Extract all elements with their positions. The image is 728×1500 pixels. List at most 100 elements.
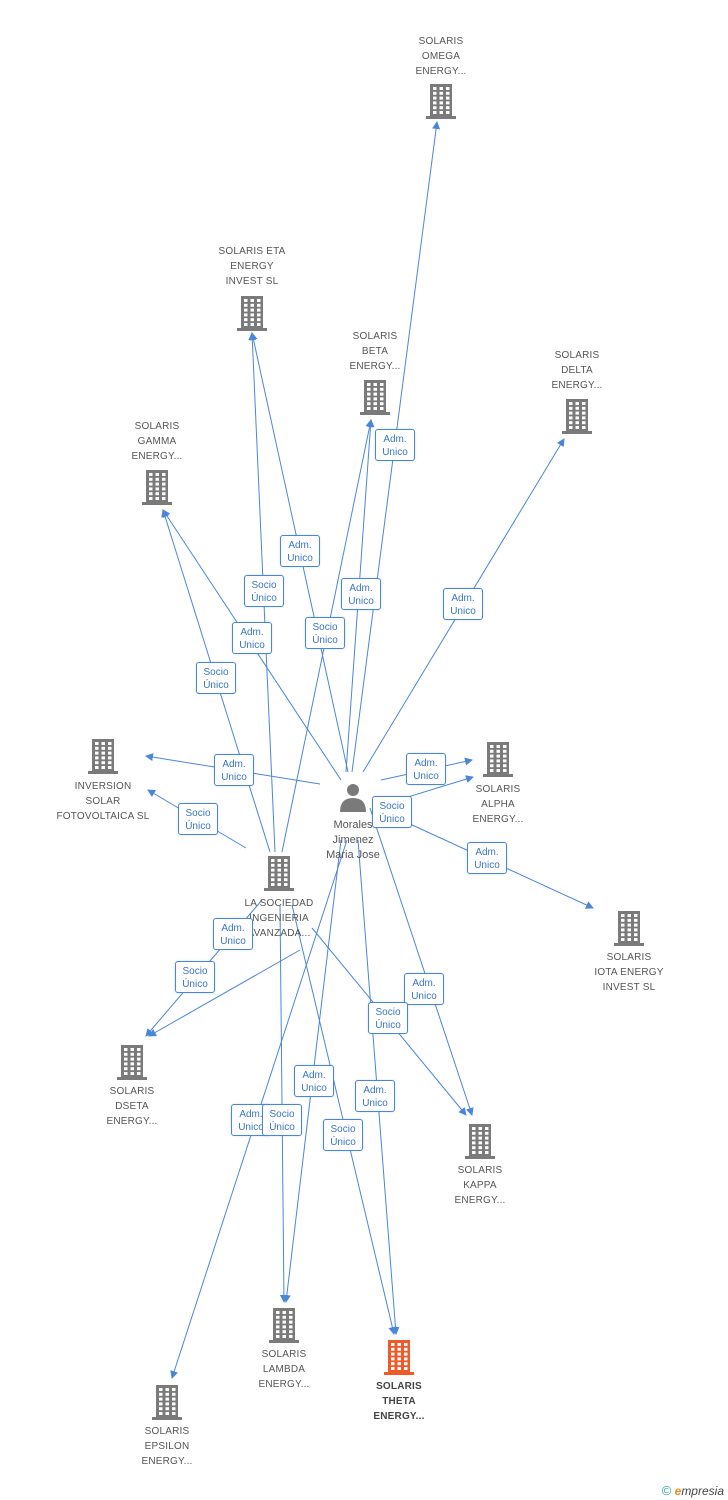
building-icon[interactable] [483, 742, 513, 777]
edge-role-text: Adm. [475, 847, 499, 858]
edge-role-text: Adm. [412, 978, 436, 989]
edge-role-label[interactable]: Adm.Unico [404, 973, 444, 1005]
company-label-line: ENERGY... [551, 380, 603, 391]
company-label-line: ENERGY... [472, 814, 524, 825]
footer-brand: © empresia [662, 1483, 724, 1498]
company-label-line: SOLARIS [376, 1381, 422, 1392]
company-label-line: SOLARIS [352, 331, 398, 342]
edge-role-text: Unico [362, 1098, 388, 1109]
building-icon[interactable] [152, 1385, 182, 1420]
building-icon[interactable] [562, 399, 592, 434]
building-icon[interactable] [117, 1045, 147, 1080]
company-label-line: INVERSION [74, 781, 132, 792]
relationship-edge [279, 904, 288, 1303]
building-icon[interactable] [264, 856, 294, 891]
building-icon[interactable] [614, 911, 644, 946]
edge-role-text: Unico [220, 936, 246, 947]
company-label-theta[interactable]: SOLARIS THETA ENERGY... [339, 1379, 459, 1424]
building-icon[interactable] [360, 380, 390, 415]
company-label-line: IOTA ENERGY [594, 967, 664, 978]
company-label-line: LA SOCIEDAD [244, 898, 314, 909]
company-label-line: THETA [382, 1396, 416, 1407]
person-icon[interactable] [340, 784, 366, 812]
edge-role-label[interactable]: Adm.Unico [294, 1065, 334, 1097]
edge-role-text: Adm. [302, 1070, 326, 1081]
edge-role-text: Unico [382, 447, 408, 458]
edge-role-text: Adm. [240, 627, 264, 638]
edge-role-text: Adm. [383, 434, 407, 445]
edge-role-label[interactable]: Adm.Unico [280, 535, 320, 567]
company-label-line: BETA [361, 346, 389, 357]
edge-role-label[interactable]: Adm.Unico [443, 588, 483, 620]
building-icon[interactable] [269, 1308, 299, 1343]
edge-role-text: Único [269, 1122, 295, 1133]
edge-role-text: Adm. [363, 1085, 387, 1096]
edge-role-label[interactable]: Adm. Unico [213, 918, 253, 950]
edge-role-text: Socio [379, 801, 405, 812]
edge-role-text: Adm. [221, 923, 245, 934]
company-label-line: INVEST SL [225, 276, 279, 287]
building-icon[interactable] [426, 84, 456, 119]
edge-role-text: Único [379, 814, 405, 825]
company-label-line: SOLARIS [261, 1349, 307, 1360]
edge-role-text: Único [330, 1137, 356, 1148]
company-label-line: ENERGY... [258, 1379, 310, 1390]
edge-role-text: Socio [330, 1124, 356, 1135]
edge-role-label[interactable]: Adm.Unico [467, 842, 507, 874]
edge-role-text: Unico [450, 606, 476, 617]
edge-role-label[interactable]: Adm.Unico [232, 622, 272, 654]
edge-role-text: Unico [348, 596, 374, 607]
edge-role-label[interactable]: Adm.Unico [214, 754, 254, 786]
edge-role-text: Socio [182, 966, 208, 977]
company-label-line: DSETA [115, 1101, 149, 1112]
company-label-line: SOLARIS [457, 1165, 503, 1176]
person-label-line: Maria Jose [326, 849, 380, 861]
building-icon[interactable] [465, 1124, 495, 1159]
edge-role-text: Unico [287, 553, 313, 564]
company-label-line: ALPHA [481, 799, 515, 810]
building-icon[interactable] [384, 1340, 414, 1375]
building-icon[interactable] [88, 739, 118, 774]
edge-role-text: Socio [269, 1109, 295, 1120]
company-label-line: INGENIERIA [249, 913, 309, 924]
building-icon[interactable] [237, 296, 267, 331]
edge-role-label[interactable]: Adm.Unico [406, 753, 446, 785]
edge-role-label[interactable]: Adm. Unico [375, 429, 415, 461]
relationship-edge [369, 807, 474, 1116]
edge-role-label[interactable]: Adm.Unico [341, 578, 381, 610]
company-label-line: EPSILON [144, 1441, 190, 1452]
copyright-icon: © [661, 1483, 672, 1498]
company-label-line: ENERGY... [131, 451, 183, 462]
company-label-line: ENERGY... [373, 1411, 425, 1422]
company-label-line: SOLARIS [144, 1426, 190, 1437]
building-icon[interactable] [142, 470, 172, 505]
relationship-edge [148, 949, 301, 1037]
edge-role-text: Único [182, 979, 208, 990]
edge-role-label[interactable]: Adm. Unico [355, 1080, 395, 1112]
brand-logo: empresia [674, 1484, 724, 1498]
